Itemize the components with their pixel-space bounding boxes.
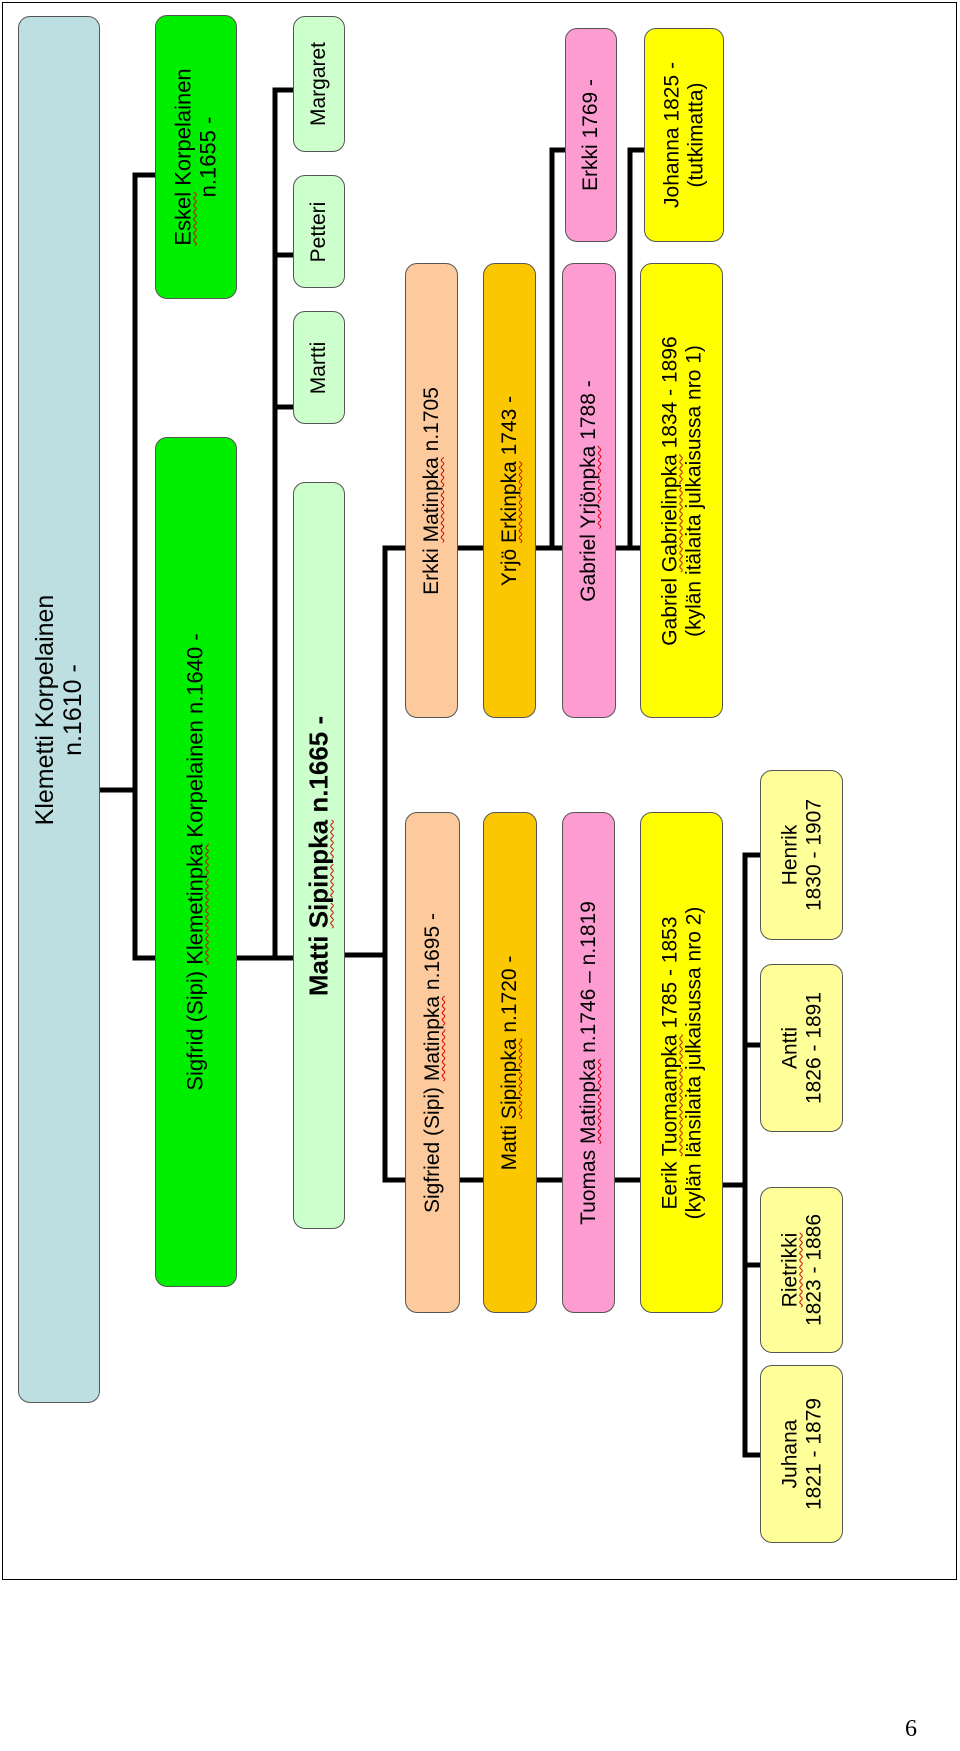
person-antti: Antti 1826 - 1891 <box>760 964 843 1132</box>
eerik-patronym: Tuomaanpka <box>657 1033 681 1156</box>
matti-1665-patronym: Sipinpka <box>303 819 334 928</box>
gabriel-1834-patronym: Gabrielinpka <box>657 453 681 572</box>
person-gabriel-1788: Gabriel Yrjönpka 1788 - <box>562 263 616 718</box>
eerik-note: (kylän länsilaita julkaisussa nro 2) <box>681 906 705 1219</box>
erkki-1705-patronym: Matinpka <box>419 456 443 542</box>
person-margaret: Margaret <box>293 16 345 152</box>
person-martti: Martti <box>293 311 345 424</box>
matti-1720-patronym: Sipinpka <box>498 1038 522 1119</box>
person-matti-1720: Matti Sipinpka n.1720 - <box>483 812 537 1313</box>
erkki-1705-pre: Erkki <box>419 541 443 595</box>
sigfrid-pre: Sigfrid (Sipi) <box>182 964 208 1091</box>
matti-1720-pre: Matti <box>498 1118 522 1170</box>
gabriel-1788-pre: Gabriel <box>577 528 601 602</box>
petteri-name: Petteri <box>307 201 331 262</box>
person-johanna: Johanna 1825 - (tutkimatta) <box>644 28 724 242</box>
antti-name: Antti <box>777 1026 801 1070</box>
eskel-dates: n.1655 - <box>195 116 220 198</box>
yrjo-pre: Yrjö <box>497 542 521 586</box>
person-juhana: Juhana 1821 - 1879 <box>760 1365 843 1543</box>
eskel-surname: Korpelainen <box>170 68 196 192</box>
person-matti-1665: Matti Sipinpka n.1665 - <box>293 482 345 1229</box>
person-petteri: Petteri <box>293 175 345 288</box>
gabriel-1788-post: 1788 - <box>577 379 601 446</box>
eskel-first: Eskel <box>170 191 196 246</box>
eerik-pre: Eerik <box>657 1155 681 1210</box>
person-yrjo: Yrjö Erkinpka 1743 - <box>483 263 536 718</box>
martti-name: Martti <box>307 341 331 394</box>
klemetti-dates: n.1610 - <box>59 663 87 756</box>
eerik-post: 1785 - 1853 <box>657 915 681 1034</box>
matti-1665-post: n.1665 - <box>303 715 334 820</box>
tuomas-pre: Tuomas <box>576 1143 600 1225</box>
sigfried-pre: Sigfried (Sipi) <box>420 1080 444 1213</box>
johanna-note: (tutkimatta) <box>684 82 707 188</box>
matti-1720-post: n.1720 - <box>498 955 522 1038</box>
diagram-frame <box>2 2 957 1580</box>
henrik-name: Henrik <box>777 824 801 886</box>
person-rietrikki: Rietrikki 1823 - 1886 <box>760 1187 843 1353</box>
person-sigfrid: Sigfrid (Sipi) Klemetinpka Korpelainen n… <box>155 437 237 1287</box>
sigfried-post: n.1695 - <box>420 912 444 996</box>
sigfried-patronym: Matinpka <box>420 995 444 1081</box>
person-klemetti: Klemetti Korpelainen n.1610 - <box>18 16 100 1403</box>
yrjo-patronym: Erkinpka <box>497 460 521 543</box>
page-number: 6 <box>905 1716 917 1742</box>
gabriel-1834-note: (kylän itälaita julkaisussa nro 1) <box>681 344 705 637</box>
person-sigfried: Sigfried (Sipi) Matinpka n.1695 - <box>405 812 460 1313</box>
juhana-name: Juhana <box>777 1419 801 1489</box>
person-gabriel-1834: Gabriel Gabrielinpka 1834 - 1896 (kylän … <box>640 263 723 718</box>
rietrikki-dates: 1823 - 1886 <box>801 1213 825 1327</box>
tuomas-post: n.1746 – n.1819 <box>576 900 600 1059</box>
person-henrik: Henrik 1830 - 1907 <box>760 770 843 940</box>
juhana-dates: 1821 - 1879 <box>801 1397 825 1511</box>
johanna-name: Johanna 1825 - <box>660 62 684 208</box>
margaret-name: Margaret <box>307 41 331 127</box>
henrik-dates: 1830 - 1907 <box>801 798 825 912</box>
tuomas-patronym: Matinpka <box>576 1058 600 1144</box>
matti-1665-pre: Matti <box>303 927 334 996</box>
yrjo-post: 1743 - <box>497 395 521 461</box>
antti-dates: 1826 - 1891 <box>801 991 825 1105</box>
erkki-1769-label: Erkki 1769 - <box>579 78 603 192</box>
klemetti-name: Klemetti Korpelainen <box>31 594 59 825</box>
person-erkki-1769: Erkki 1769 - <box>565 28 617 242</box>
gabriel-1788-patronym: Yrjönpka <box>577 445 601 529</box>
rietrikki-name: Rietrikki <box>777 1232 801 1308</box>
gabriel-1834-post: 1834 - 1896 <box>657 335 681 454</box>
sigfrid-post: Korpelainen n.1640 - <box>182 633 208 844</box>
gabriel-1834-pre: Gabriel <box>657 571 681 646</box>
person-eerik: Eerik Tuomaanpka 1785 - 1853 (kylän läns… <box>640 812 723 1313</box>
sigfrid-patronym: Klemetinpka <box>182 843 208 965</box>
person-erkki-1705: Erkki Matinpka n.1705 <box>405 263 458 718</box>
person-eskel: Eskel Korpelainen n.1655 - <box>155 15 237 299</box>
person-tuomas: Tuomas Matinpka n.1746 – n.1819 <box>562 812 615 1313</box>
erkki-1705-post: n.1705 <box>419 386 443 457</box>
